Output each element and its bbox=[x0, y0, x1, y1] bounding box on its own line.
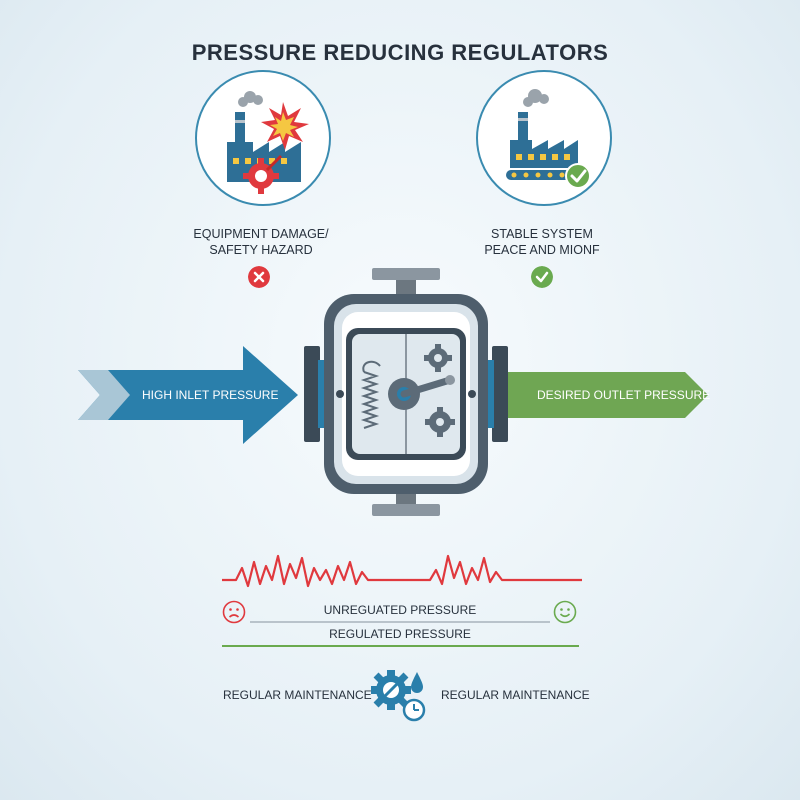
good-outcome-circle bbox=[476, 70, 612, 206]
bad-caption-line2: SAFETY HAZARD bbox=[209, 243, 313, 257]
inlet-label: HIGH INLET PRESSURE bbox=[142, 388, 279, 402]
bad-outcome-caption: EQUIPMENT DAMAGE/ SAFETY HAZARD bbox=[161, 226, 361, 258]
page-title: PRESSURE REDUCING REGULATORS bbox=[191, 40, 609, 65]
maintenance-right-label: REGULAR MAINTENANCE bbox=[441, 688, 590, 702]
maintenance-gear-icon bbox=[371, 670, 426, 722]
outlet-arrow bbox=[505, 372, 708, 418]
happy-face-icon bbox=[553, 600, 577, 624]
unregulated-pressure-label: UNREGUATED PRESSURE bbox=[323, 603, 477, 617]
regulated-pressure-line bbox=[222, 645, 579, 647]
good-caption-line2: PEACE AND MIONF bbox=[484, 243, 600, 257]
regulator-valve-icon bbox=[304, 268, 508, 516]
sad-face-icon bbox=[222, 600, 246, 624]
bad-outcome-circle bbox=[195, 70, 331, 206]
inlet-arrow bbox=[78, 346, 298, 444]
bad-caption-line1: EQUIPMENT DAMAGE/ bbox=[193, 227, 329, 241]
check-circle-icon bbox=[531, 266, 553, 288]
good-caption-line1: STABLE SYSTEM bbox=[491, 227, 593, 241]
maintenance-left-label: REGULAR MAINTENANCE bbox=[223, 688, 372, 702]
factory-explosion-icon bbox=[227, 91, 309, 194]
outlet-label: DESIRED OUTLET PRESSURE bbox=[537, 388, 711, 402]
x-circle-icon bbox=[248, 266, 270, 288]
good-outcome-caption: STABLE SYSTEM PEACE AND MIONF bbox=[442, 226, 642, 258]
regulated-pressure-label: REGULATED PRESSURE bbox=[329, 627, 471, 641]
factory-conveyor-icon bbox=[506, 89, 591, 189]
unregulated-pressure-line bbox=[222, 554, 582, 588]
regulated-baseline bbox=[250, 621, 550, 623]
